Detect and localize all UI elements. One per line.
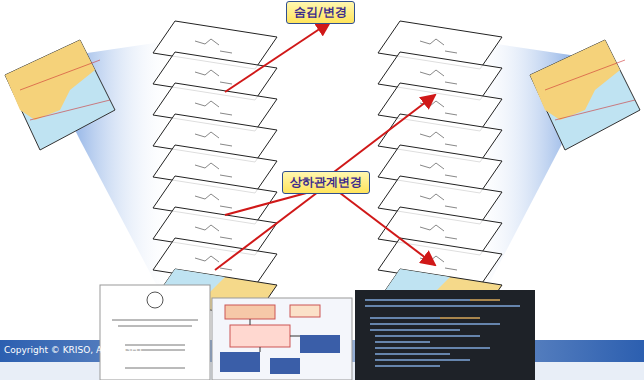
map-thumbnail <box>530 40 640 150</box>
layer-feature <box>195 132 232 146</box>
layer-feature <box>420 39 457 53</box>
layer-feature <box>420 225 457 239</box>
layer-feature <box>195 225 232 239</box>
layer-feature <box>420 70 457 84</box>
layer-feature <box>195 39 232 53</box>
layer-feature <box>195 163 232 177</box>
copyright-note: Copyright © KRISO, ALL RIGHT <box>4 345 143 355</box>
layer-feature <box>195 256 232 270</box>
layer-feature <box>195 194 232 208</box>
code-thumbnail <box>355 290 535 380</box>
label-box: 상하관계변경 <box>282 171 370 194</box>
layer-feature <box>420 163 457 177</box>
map-thumbnail <box>5 40 115 150</box>
label-text: 상하관계변경 <box>290 174 362 191</box>
flowchart-thumbnail <box>212 298 352 380</box>
layer-feature <box>420 194 457 208</box>
label-text: 숨김/변경 <box>294 4 346 21</box>
change-arrow <box>215 22 435 270</box>
layer-feature <box>195 70 232 84</box>
document-thumbnail <box>100 285 210 380</box>
layer-feature <box>420 132 457 146</box>
layer-feature <box>195 101 232 115</box>
label-box: 숨김/변경 <box>286 1 355 24</box>
